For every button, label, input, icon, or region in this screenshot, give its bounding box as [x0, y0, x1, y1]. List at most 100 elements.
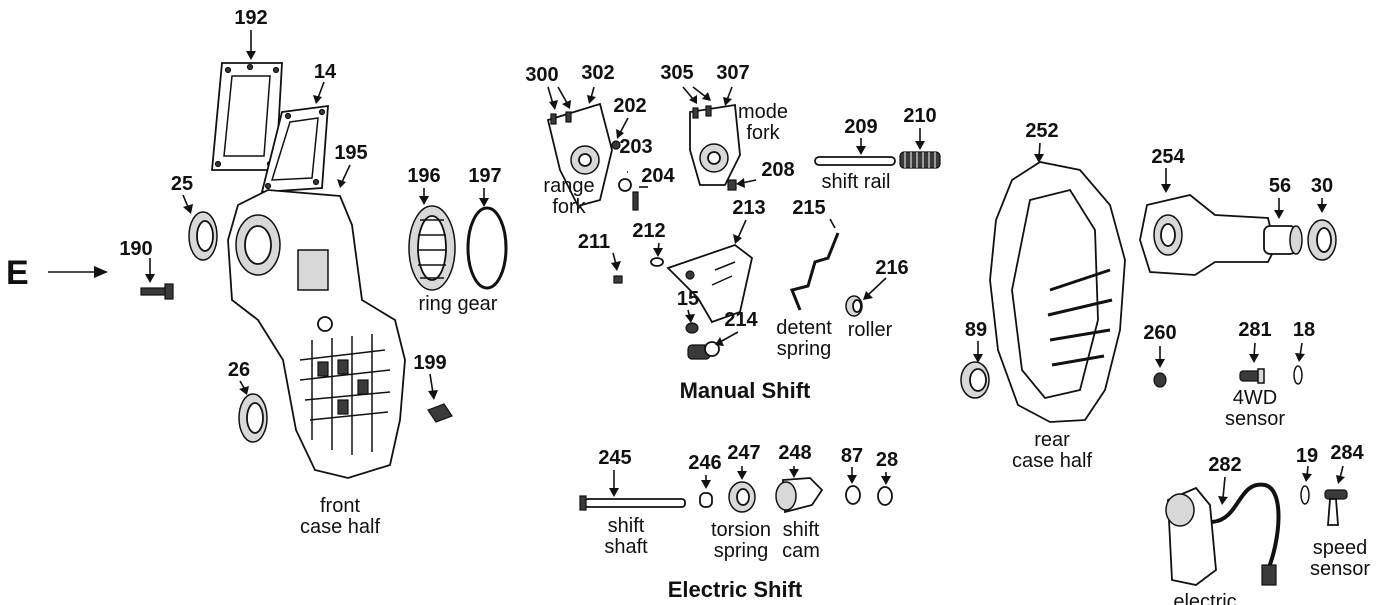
seal-25: [188, 211, 218, 261]
callout-203: 203: [619, 136, 653, 158]
callout-30: 30: [1310, 175, 1334, 197]
callout-254: 254: [1151, 146, 1185, 168]
label-shift-shaft: shift shaft: [604, 515, 648, 558]
callout-209: 209: [844, 116, 878, 138]
sleeve-246: [699, 492, 713, 508]
callout-247: 247: [727, 442, 761, 464]
detent-202: [611, 140, 621, 150]
callout-197: 197: [468, 165, 502, 187]
cover-gasket-14: [260, 104, 329, 193]
callout-26: 26: [227, 359, 251, 381]
callout-208: 208: [761, 159, 795, 181]
callout-305: 305: [660, 62, 694, 84]
seal-30: [1307, 219, 1337, 261]
bushing-56: [1263, 225, 1303, 255]
callout-204: 204: [641, 165, 675, 187]
callout-307: 307: [716, 62, 750, 84]
pad-199: [427, 403, 453, 423]
callout-216: 216: [875, 257, 909, 279]
snap-ring-197: [466, 206, 508, 290]
callout-190: 190: [119, 238, 153, 260]
label-roller: roller: [847, 319, 893, 341]
callout-87: 87: [840, 445, 864, 467]
callout-248: 248: [778, 442, 812, 464]
callout-281: 281: [1238, 319, 1272, 341]
part-203: [618, 178, 632, 192]
extension-housing-254: [1139, 194, 1276, 276]
label-range-fork: range fork: [543, 175, 595, 218]
label-detent-spring: detent spring: [776, 317, 832, 360]
callout-192: 192: [234, 7, 268, 29]
callout-199: 199: [413, 352, 447, 374]
label-front-case-half: front case half: [299, 495, 381, 538]
label-ring-gear: ring gear: [418, 293, 498, 315]
label-speed-sensor: speed sensor: [1309, 537, 1371, 580]
heading-manual-shift: Manual Shift: [679, 378, 811, 403]
label-shift-rail: shift rail: [821, 171, 891, 193]
cover-gasket-192: [211, 62, 283, 171]
shift-rail-209: [814, 156, 896, 166]
seal-26: [238, 393, 268, 443]
callout-302: 302: [581, 62, 615, 84]
callout-28: 28: [875, 449, 899, 471]
shift-plate-213: [666, 243, 754, 324]
label-mode-fork: mode fork: [737, 101, 789, 144]
callout-14: 14: [313, 61, 337, 83]
screw-208: [727, 179, 737, 191]
view-arrowhead: [94, 266, 108, 278]
detent-spring-215: [789, 232, 840, 311]
torsion-spring-247: [728, 481, 756, 513]
bushing-87: [845, 485, 861, 505]
electric-motor-282: [1165, 482, 1281, 586]
callout-195: 195: [334, 142, 368, 164]
callout-300: 300: [525, 64, 559, 86]
view-marker-E: E: [6, 254, 29, 292]
pin-204: [632, 191, 639, 211]
part-211: [613, 275, 623, 284]
bushing-28: [877, 486, 893, 506]
o-ring-15: [685, 322, 699, 334]
spring-210: [899, 151, 941, 169]
callout-246: 246: [688, 452, 722, 474]
callout-210: 210: [903, 105, 937, 127]
callout-252: 252: [1025, 120, 1059, 142]
callout-215: 215: [792, 197, 826, 219]
washer-212: [650, 257, 664, 267]
part-214: [687, 341, 720, 360]
label-torsion-spring: torsion spring: [710, 519, 772, 562]
shift-cam-248: [775, 477, 824, 514]
label-shift-cam: shift cam: [782, 519, 820, 562]
callout-18: 18: [1292, 319, 1316, 341]
callout-245: 245: [598, 447, 632, 469]
callout-282: 282: [1208, 454, 1242, 476]
callout-212: 212: [632, 220, 666, 242]
leader-arrows: [145, 30, 1345, 505]
label-rear-case-half: rear case half: [1011, 429, 1093, 472]
callout-202: 202: [613, 95, 647, 117]
callout-196: 196: [407, 165, 441, 187]
label-4wd-sensor: 4WD sensor: [1224, 387, 1286, 430]
callout-284: 284: [1330, 442, 1364, 464]
callout-89: 89: [964, 319, 988, 341]
callout-260: 260: [1143, 322, 1177, 344]
callout-214: 214: [724, 309, 758, 331]
fourwd-sensor-281: [1239, 368, 1265, 384]
label-electric-motor: electric: [1173, 591, 1237, 605]
callout-19: 19: [1295, 445, 1319, 467]
o-ring-19: [1300, 485, 1310, 505]
rear-case-half-part: [989, 161, 1126, 423]
range-fork-part: [546, 102, 613, 208]
ring-gear-196: [408, 205, 456, 291]
callout-211: 211: [577, 231, 611, 253]
speed-sensor-284: [1324, 489, 1348, 526]
heading-electric-shift: Electric Shift: [667, 577, 803, 602]
front-case-half-part: [227, 189, 406, 479]
bolt-190: [140, 283, 174, 300]
shift-shaft-245: [579, 495, 686, 511]
callout-213: 213: [732, 197, 766, 219]
bearing-89: [960, 361, 990, 399]
callout-25: 25: [170, 173, 194, 195]
plug-260: [1153, 372, 1167, 388]
